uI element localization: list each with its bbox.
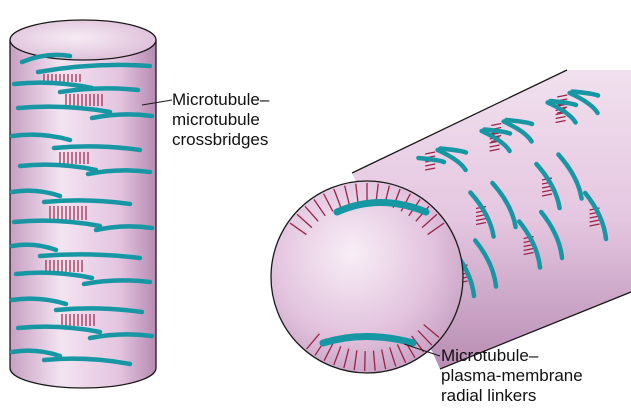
cylinder-end-face [271, 181, 463, 373]
radial-linkers-label-line-1: Microtubule– [441, 346, 583, 366]
radial-linkers-label: Microtubule– plasma-membrane radial link… [441, 346, 583, 406]
crossbridges-label-line-1: Microtubule– [172, 90, 269, 110]
crossbridges-label-line-2: microtubule [172, 110, 269, 130]
radial-linkers-label-line-3: radial linkers [441, 386, 583, 406]
vertical-cylinder-top [10, 20, 156, 60]
crossbridges-label-line-3: crossbridges [172, 130, 269, 150]
horizontal-cylinder [271, 70, 631, 373]
vertical-cylinder [10, 20, 156, 388]
radial-linkers-label-line-2: plasma-membrane [441, 366, 583, 386]
crossbridges-label: Microtubule– microtubule crossbridges [172, 90, 269, 150]
